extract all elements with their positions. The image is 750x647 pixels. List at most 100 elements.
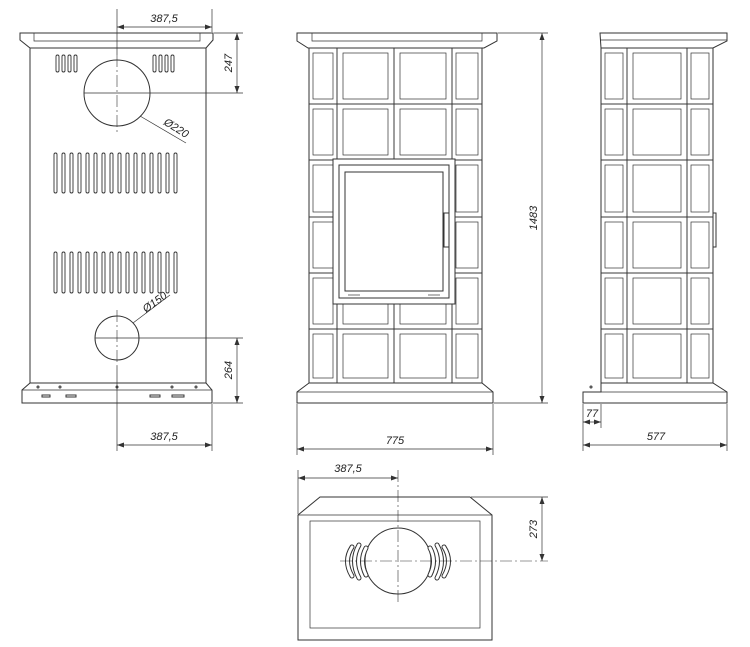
tile-panel	[342, 333, 389, 379]
tile-panel	[632, 277, 682, 325]
tile-panel	[632, 164, 682, 213]
vent-slot	[67, 54, 72, 73]
tile-panel	[690, 52, 710, 100]
leader-line	[139, 115, 187, 144]
vent-slot	[93, 251, 98, 294]
side-view: 77 577	[582, 32, 728, 451]
vent-slot	[173, 152, 178, 194]
firebox-door	[332, 158, 456, 305]
tile-panel	[312, 333, 334, 379]
foot-mark	[149, 394, 161, 398]
foot-mark	[65, 394, 77, 398]
vent-slot	[55, 54, 60, 73]
vent-slot	[141, 152, 146, 194]
vent-slot	[165, 251, 170, 294]
vent-slot	[164, 54, 169, 73]
vent-slot	[157, 152, 162, 194]
vent-slot	[101, 251, 106, 294]
tile-panel	[690, 277, 710, 325]
door-handle	[443, 212, 450, 248]
bolt-mark	[170, 385, 174, 389]
vent-slot	[77, 152, 82, 194]
front-view: 1483 775	[296, 32, 548, 455]
tile-panel	[604, 108, 624, 156]
dim-top-offset-label: 387,5	[150, 13, 178, 25]
side-body	[600, 47, 714, 384]
vent-slot	[149, 251, 154, 294]
dim-top-view-offset-label: 387,5	[334, 463, 362, 475]
back-vents	[53, 54, 178, 294]
vent-slot	[157, 251, 162, 294]
tile-panel	[455, 333, 479, 379]
tile-panel	[690, 164, 710, 213]
front-base	[296, 382, 494, 404]
vent-slot	[69, 152, 74, 194]
vent-arc-inner	[428, 546, 435, 577]
vent-slot	[101, 152, 106, 194]
vent-slot	[173, 251, 178, 294]
tile-panel	[632, 333, 682, 379]
foot-mark	[41, 394, 51, 398]
tile-panel	[342, 52, 389, 100]
front-cornice-detail	[311, 33, 483, 42]
foot-mark	[171, 394, 185, 398]
vent-slot	[141, 251, 146, 294]
side-cornice	[599, 32, 728, 49]
vent-slot	[158, 54, 163, 73]
tile-panel	[399, 108, 447, 156]
tile-panel	[690, 333, 710, 379]
vent-slot	[73, 54, 78, 73]
vent-slot	[133, 152, 138, 194]
right-vent-slots	[427, 542, 451, 581]
bolt-mark	[589, 385, 593, 389]
back-view: 387,5 247 Ø220 Ø150 264 387,5	[19, 9, 243, 451]
tile-panel	[632, 108, 682, 156]
tile-panel	[455, 277, 479, 325]
leader-line	[132, 294, 171, 324]
tile-panel	[604, 164, 624, 213]
vent-slot	[152, 54, 157, 73]
vent-slot	[170, 54, 175, 73]
vent-slot	[61, 152, 66, 194]
vent-slot	[165, 152, 170, 194]
side-base	[582, 382, 728, 404]
vent-slot	[93, 152, 98, 194]
tile-panel	[604, 333, 624, 379]
dim-flue-height-label: 247	[223, 53, 235, 73]
back-cornice	[19, 32, 214, 49]
vent-slot	[61, 251, 66, 294]
dim-bottom-offset-label: 387,5	[150, 431, 178, 443]
tile-panel	[632, 221, 682, 269]
dim-depth-label: 577	[647, 431, 666, 443]
vent-slot	[53, 152, 58, 194]
bolt-mark	[58, 385, 62, 389]
door-glass	[344, 171, 444, 292]
tile-panel	[455, 108, 479, 156]
tile-panel	[604, 221, 624, 269]
tile-panel	[399, 52, 447, 100]
tile-panel	[455, 52, 479, 100]
tile-panel	[312, 52, 334, 100]
tile-panel	[312, 108, 334, 156]
tile-panel	[455, 164, 479, 213]
bolt-mark	[194, 385, 198, 389]
vent-slot	[85, 251, 90, 294]
tile-panel	[455, 221, 479, 269]
dim-air-inlet-height-label: 264	[223, 361, 235, 380]
vent-slot	[61, 54, 66, 73]
side-tiles	[600, 47, 714, 384]
vent-slot	[53, 251, 58, 294]
tile-panel	[399, 333, 447, 379]
tile-panel	[632, 52, 682, 100]
dim-flue-offset-label: 273	[528, 519, 540, 539]
vent-slot	[109, 251, 114, 294]
tile-panel	[342, 108, 389, 156]
vent-arc-inner	[353, 543, 361, 580]
vent-slot	[149, 152, 154, 194]
tile-panel	[604, 52, 624, 100]
dim-height-label: 1483	[528, 205, 540, 230]
vent-slot	[125, 251, 130, 294]
back-feet	[36, 385, 198, 398]
top-view: 387,5 273	[297, 463, 548, 641]
